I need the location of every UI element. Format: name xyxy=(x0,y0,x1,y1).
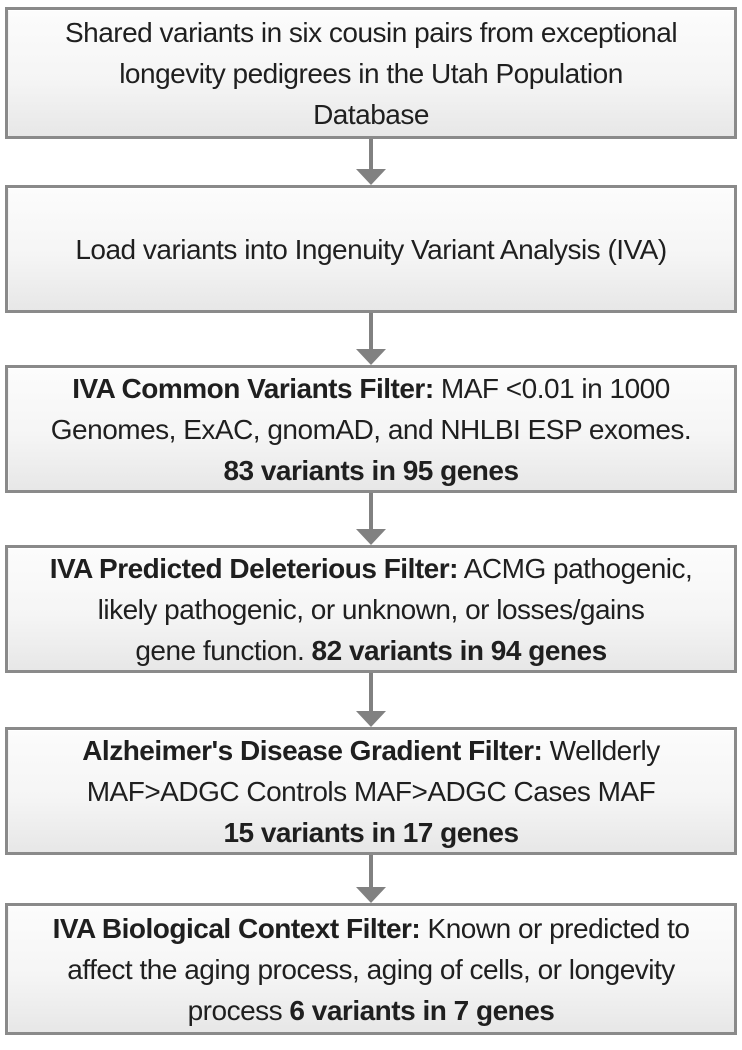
box-text-line: IVA Common Variants Filter: MAF <0.01 in… xyxy=(72,372,670,404)
arrow-head xyxy=(356,169,386,185)
flow-box-source-cohort: Shared variants in six cousin pairs from… xyxy=(5,7,737,139)
box-text-line: 83 variants in 95 genes xyxy=(223,454,519,486)
arrow-stem xyxy=(369,313,373,352)
arrow-stem xyxy=(369,139,373,172)
down-arrow-icon xyxy=(5,673,737,727)
arrow-head xyxy=(356,711,386,727)
box-text-line: MAF>ADGC Controls MAF>ADGC Cases MAF xyxy=(86,775,656,807)
box-text-line: IVA Biological Context Filter: Known or … xyxy=(52,912,690,944)
box-text-line: Genomes, ExAC, gnomAD, and NHLBI ESP exo… xyxy=(50,413,692,445)
box-text-line: Shared variants in six cousin pairs from… xyxy=(64,16,678,48)
down-arrow-icon xyxy=(5,139,737,185)
arrow-head xyxy=(356,529,386,545)
down-arrow-icon xyxy=(5,855,737,903)
down-arrow-icon xyxy=(5,493,737,545)
box-text-line: IVA Predicted Deleterious Filter: ACMG p… xyxy=(49,552,693,584)
arrow-head xyxy=(356,349,386,365)
box-text-line: process 6 variants in 7 genes xyxy=(187,994,555,1026)
box-text-line: likely pathogenic, or unknown, or losses… xyxy=(97,593,645,625)
flow-box-common-variants-filter: IVA Common Variants Filter: MAF <0.01 in… xyxy=(5,365,737,493)
arrow-head xyxy=(356,887,386,903)
down-arrow-icon xyxy=(5,313,737,365)
box-text-line: 15 variants in 17 genes xyxy=(223,816,519,848)
box-text-line: affect the aging process, aging of cells… xyxy=(67,953,675,985)
arrow-stem xyxy=(369,673,373,714)
flow-box-load-variants: Load variants into Ingenuity Variant Ana… xyxy=(5,185,737,313)
box-text-line: longevity pedigrees in the Utah Populati… xyxy=(119,57,623,89)
box-text-line: gene function. 82 variants in 94 genes xyxy=(135,634,607,666)
arrow-stem xyxy=(369,855,373,890)
flow-box-alzheimers-disease-gradient-filter: Alzheimer's Disease Gradient Filter: Wel… xyxy=(5,727,737,855)
flow-box-biological-context-filter: IVA Biological Context Filter: Known or … xyxy=(5,903,737,1035)
arrow-stem xyxy=(369,493,373,532)
box-text-line: Alzheimer's Disease Gradient Filter: Wel… xyxy=(82,734,660,766)
box-text-line: Load variants into Ingenuity Variant Ana… xyxy=(75,233,667,265)
box-text-line: Database xyxy=(313,98,429,130)
flow-box-predicted-deleterious-filter: IVA Predicted Deleterious Filter: ACMG p… xyxy=(5,545,737,673)
